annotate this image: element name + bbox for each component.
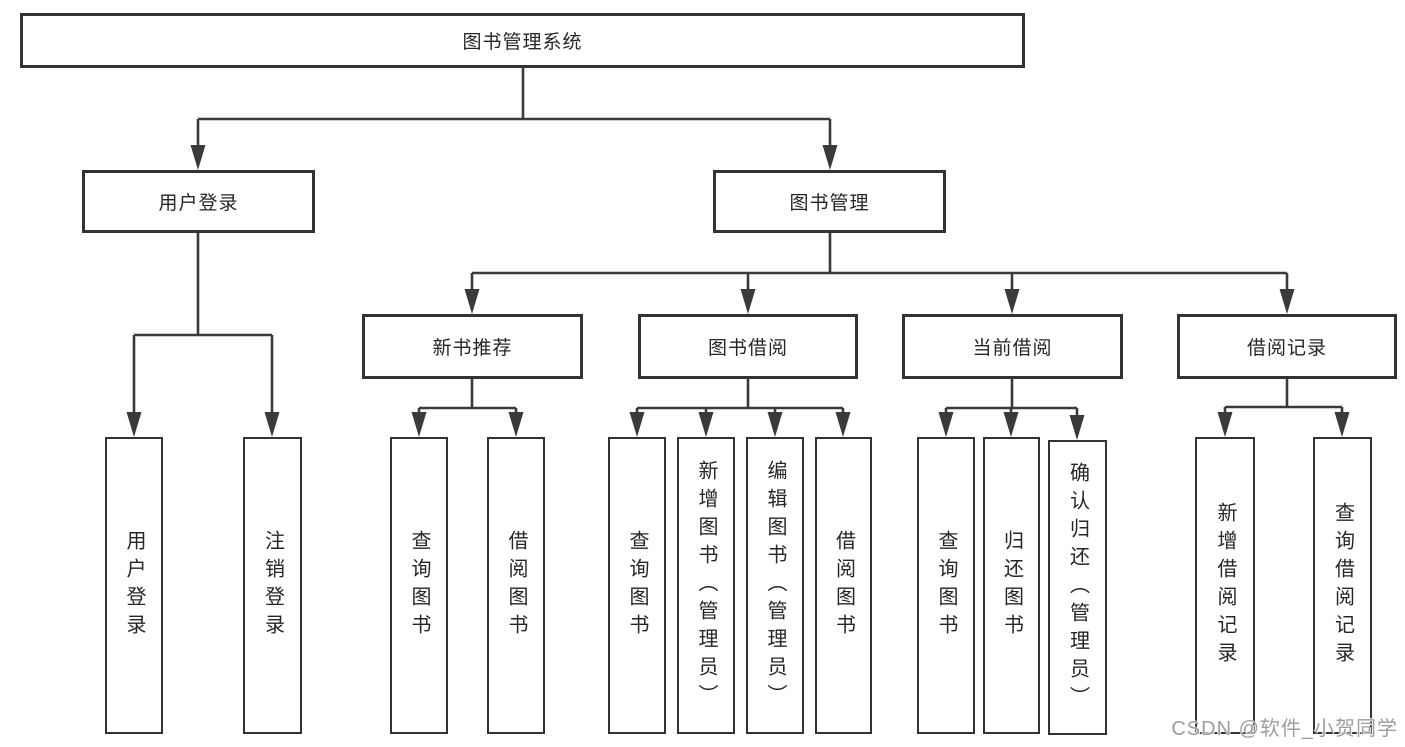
node-root-label: 图书管理系统 (462, 32, 583, 53)
leaf-confirm-return-admin-label: 确认归还（管理员） (1066, 461, 1089, 714)
leaf-query-books-borrowing: 查询图书 (608, 437, 666, 734)
leaf-query-books-current-label: 查询图书 (935, 529, 957, 642)
connector-book-management-to-level3 (464, 233, 1295, 314)
leaf-edit-books-admin-label: 编辑图书（管理员） (764, 459, 786, 712)
connector-current-borrowing-to-leaves (938, 379, 1085, 440)
watermark-text: CSDN @软件_小贺同学 (1171, 718, 1398, 740)
leaf-logout: 注销登录 (243, 437, 302, 734)
node-book-management: 图书管理 (713, 170, 946, 233)
leaf-confirm-return-admin: 确认归还（管理员） (1048, 440, 1107, 735)
connector-user-login-to-leaves (126, 233, 280, 437)
leaf-query-borrow-record-label: 查询借阅记录 (1331, 501, 1354, 670)
leaf-return-books: 归还图书 (983, 437, 1040, 734)
leaf-add-books-admin-label: 新增图书（管理员） (695, 459, 717, 712)
leaf-user-login: 用户登录 (105, 437, 163, 734)
leaf-add-borrow-record: 新增借阅记录 (1195, 437, 1255, 734)
connector-root-to-level2 (190, 68, 838, 170)
node-current-borrowing-label: 当前借阅 (972, 338, 1053, 359)
connector-borrowing-records-to-leaves (1217, 379, 1350, 437)
leaf-add-books-admin: 新增图书（管理员） (677, 437, 735, 734)
leaf-query-borrow-record: 查询借阅记录 (1313, 437, 1372, 734)
node-book-borrowing-label: 图书借阅 (707, 338, 788, 359)
connector-book-borrowing-to-leaves (629, 379, 851, 437)
leaf-query-books-recommend-label: 查询图书 (408, 529, 430, 642)
node-current-borrowing: 当前借阅 (902, 314, 1123, 379)
leaf-logout-label: 注销登录 (261, 529, 284, 642)
leaf-return-books-label: 归还图书 (1000, 529, 1023, 642)
node-user-login: 用户登录 (82, 170, 315, 233)
leaf-query-books-recommend: 查询图书 (390, 437, 448, 734)
node-user-login-label: 用户登录 (158, 193, 239, 214)
leaf-query-books-current: 查询图书 (917, 437, 975, 734)
leaf-edit-books-admin: 编辑图书（管理员） (746, 437, 804, 734)
node-book-borrowing: 图书借阅 (638, 314, 858, 379)
leaf-query-books-borrowing-label: 查询图书 (626, 529, 648, 642)
leaf-borrow-books-borrowing-label: 借阅图书 (832, 529, 855, 642)
node-book-management-label: 图书管理 (789, 193, 870, 214)
node-root-system: 图书管理系统 (20, 13, 1025, 68)
leaf-add-borrow-record-label: 新增借阅记录 (1214, 501, 1236, 670)
leaf-borrow-books-recommend-label: 借阅图书 (505, 529, 527, 642)
node-new-book-recommend-label: 新书推荐 (432, 338, 513, 359)
leaf-borrow-books-borrowing: 借阅图书 (815, 437, 872, 734)
node-new-book-recommend: 新书推荐 (362, 314, 583, 379)
node-borrowing-records: 借阅记录 (1177, 314, 1397, 379)
connector-new-book-recommend-to-leaves (411, 379, 524, 437)
leaf-borrow-books-recommend: 借阅图书 (487, 437, 545, 734)
leaf-user-login-label: 用户登录 (123, 529, 145, 642)
node-borrowing-records-label: 借阅记录 (1246, 338, 1327, 359)
